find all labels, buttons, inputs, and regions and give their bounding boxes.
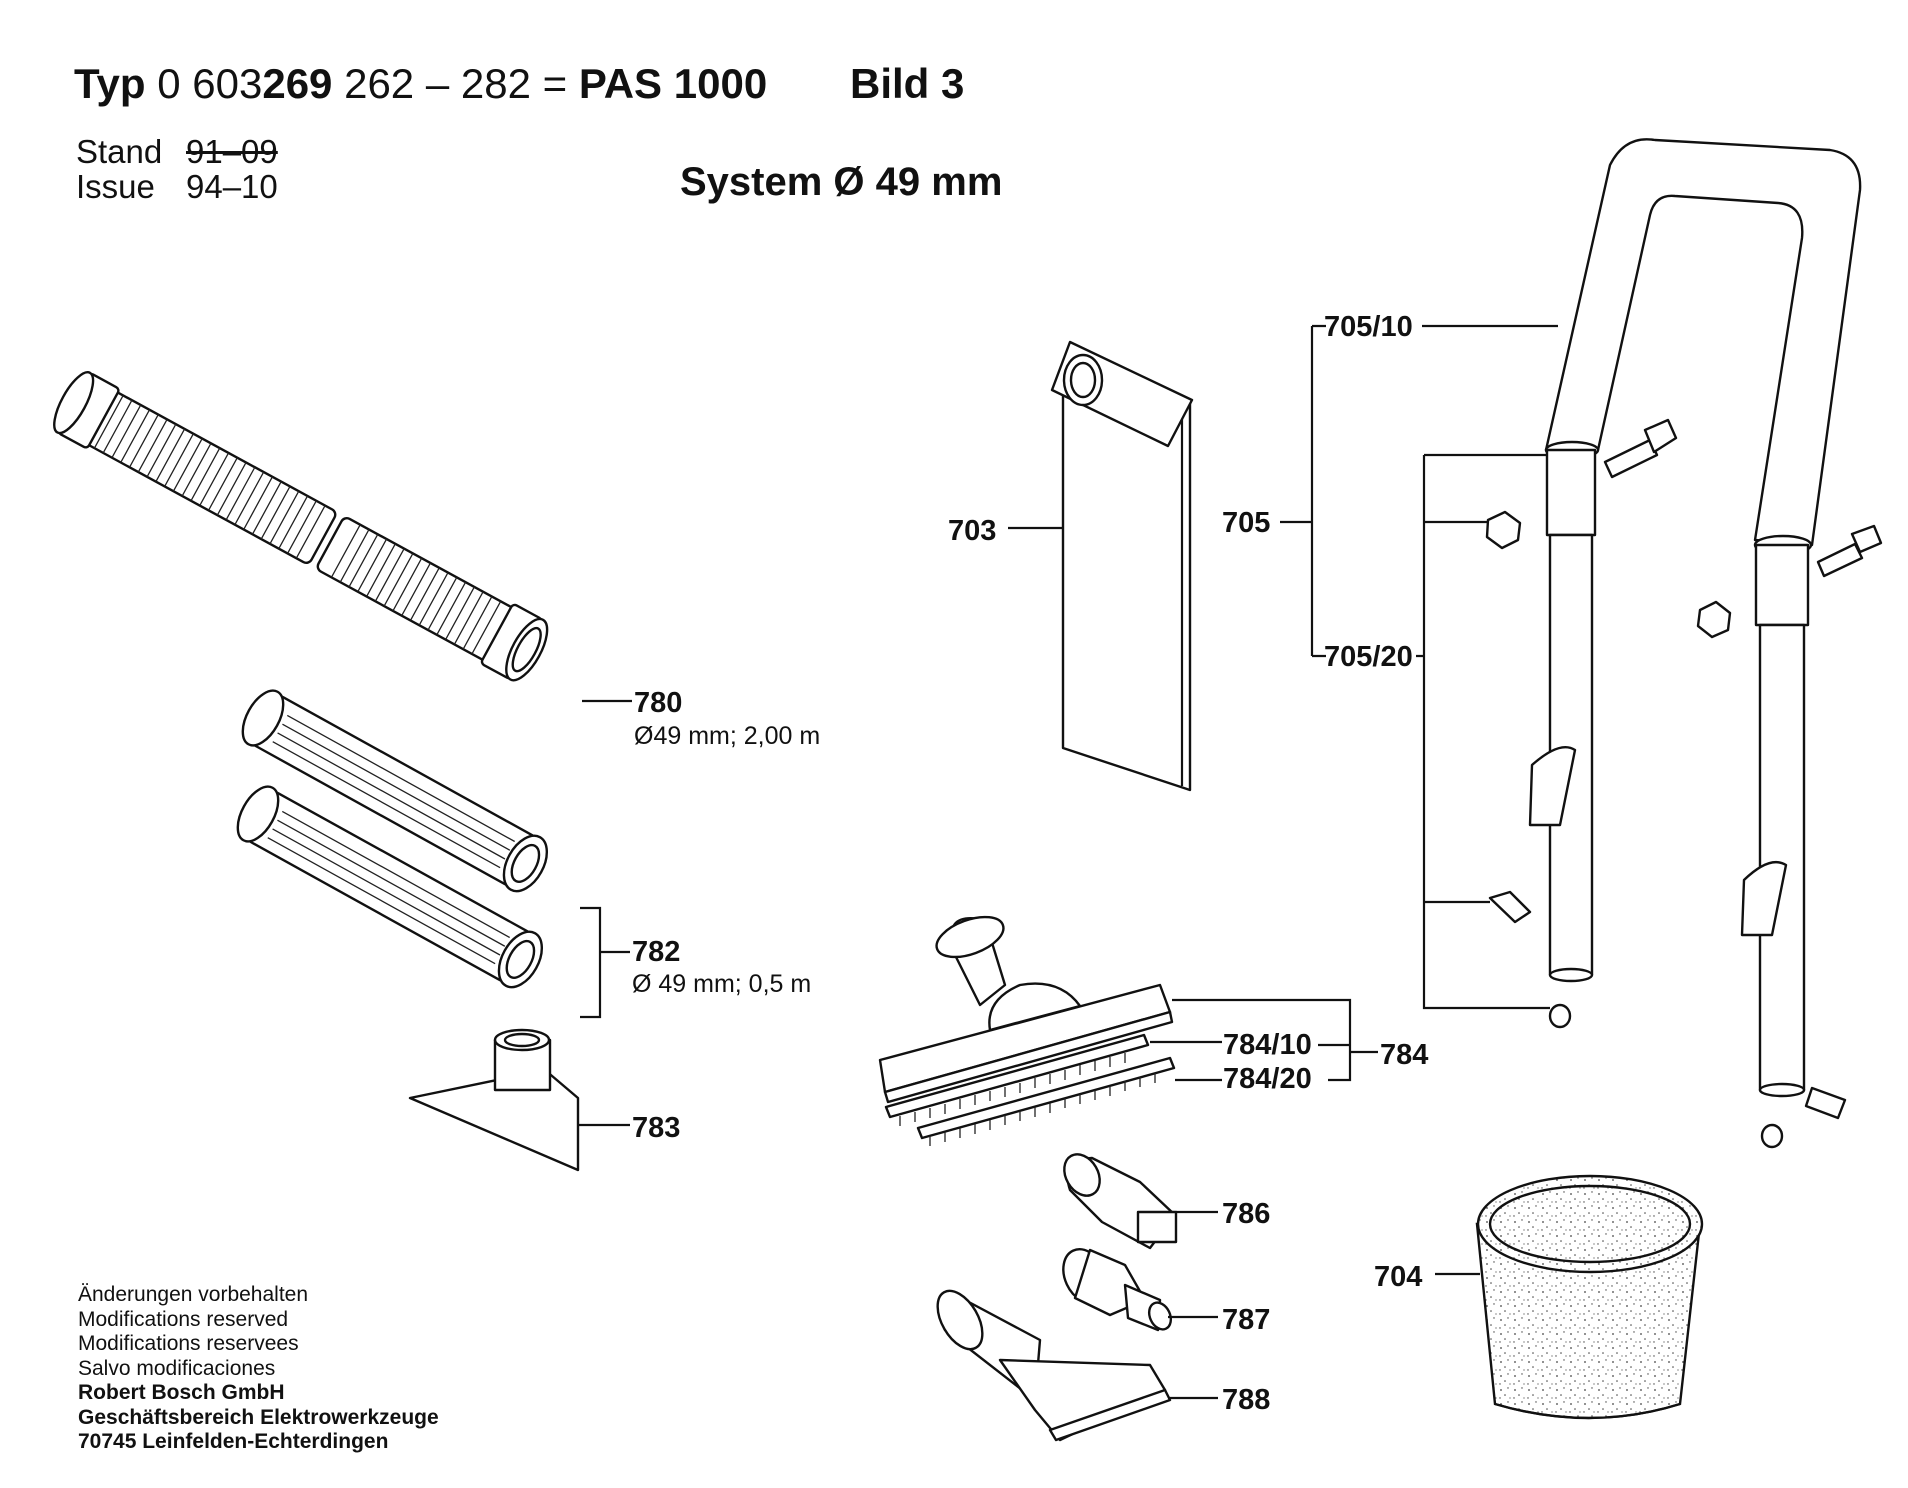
hose-780-ribs-a <box>93 395 326 559</box>
typ-word: Typ <box>74 60 146 107</box>
handle-705: 705/10 705 705/20 <box>1222 138 1883 1149</box>
part-number-780: 780 <box>634 687 682 719</box>
nut-small-left <box>1548 1003 1572 1029</box>
hose-780: 780 Ø49 mm; 2,00 m <box>53 371 820 750</box>
nut-right <box>1696 600 1732 639</box>
system-heading: System Ø 49 mm <box>680 160 1003 204</box>
stand-value: 91–09 <box>186 133 278 170</box>
typ-prefix: 0 603 <box>157 60 263 107</box>
upholstery-nozzle-788: 788 <box>936 1289 1270 1442</box>
part-number-705: 705 <box>1222 507 1270 539</box>
part-number-784: 784 <box>1380 1039 1428 1071</box>
part-number-705-10: 705/10 <box>1324 311 1413 343</box>
product-name: PAS 1000 <box>578 60 768 107</box>
part-number-786: 786 <box>1222 1198 1270 1230</box>
nozzle-783: 783 <box>408 1028 680 1172</box>
footer-line-3: Modifications reservees <box>78 1332 299 1355</box>
document-title: Typ 0 603269 262 – 282 = PAS 1000 <box>74 60 767 108</box>
part-number-704: 704 <box>1374 1261 1422 1293</box>
issue-value: 94–10 <box>186 168 278 205</box>
crevice-nozzle-786: 786 <box>1063 1153 1270 1250</box>
stand-label: Stand <box>76 133 163 170</box>
footer-line-4: Salvo modificaciones <box>78 1356 276 1380</box>
footer-company: Robert Bosch GmbH <box>78 1381 285 1404</box>
footer-division: Geschäftsbereich Elektrowerkzeuge <box>78 1405 439 1429</box>
floor-nozzle-784: 784/10 784/20 784 <box>878 915 1428 1146</box>
nut-left <box>1485 510 1522 550</box>
part-number-784-20: 784/20 <box>1223 1063 1312 1095</box>
part-number-784-10: 784/10 <box>1223 1029 1312 1061</box>
typ-range: 262 – 282 <box>344 60 531 107</box>
footer-notice: Änderungen vorbehalten Modifications res… <box>78 1283 439 1455</box>
part-number-705-20: 705/20 <box>1324 641 1413 673</box>
pin-left <box>1488 890 1532 924</box>
typ-model: 269 <box>262 60 333 107</box>
part-number-788: 788 <box>1222 1384 1270 1416</box>
footer-line-1: Änderungen vorbehalten <box>78 1283 309 1306</box>
part-number-783: 783 <box>632 1112 680 1144</box>
tubes-782: 782 Ø 49 mm; 0,5 m <box>236 689 811 1019</box>
revision-block: Stand 91–09 Issue 94–10 <box>76 134 278 204</box>
part-spec-780: Ø49 mm; 2,00 m <box>634 722 820 750</box>
footer-line-2: Modifications reserved <box>78 1307 289 1331</box>
filter-basket-704: 704 <box>1374 1174 1704 1420</box>
filter-bag-703: 703 <box>948 340 1194 792</box>
part-number-787: 787 <box>1222 1304 1270 1336</box>
issue-label: Issue <box>76 168 155 205</box>
adapter-787: 787 <box>1062 1248 1270 1336</box>
nut-small-right <box>1760 1123 1784 1149</box>
part-number-782: 782 <box>632 936 680 968</box>
figure-number: Bild 3 <box>850 60 965 107</box>
pin-right <box>1804 1086 1847 1120</box>
screw-upper-left <box>1603 418 1678 479</box>
part-spec-782: Ø 49 mm; 0,5 m <box>632 970 811 998</box>
screw-upper-right <box>1816 524 1883 578</box>
part-number-703: 703 <box>948 515 996 547</box>
footer-address: 70745 Leinfelden-Echterdingen <box>78 1430 389 1453</box>
typ-equals: = <box>542 60 568 107</box>
